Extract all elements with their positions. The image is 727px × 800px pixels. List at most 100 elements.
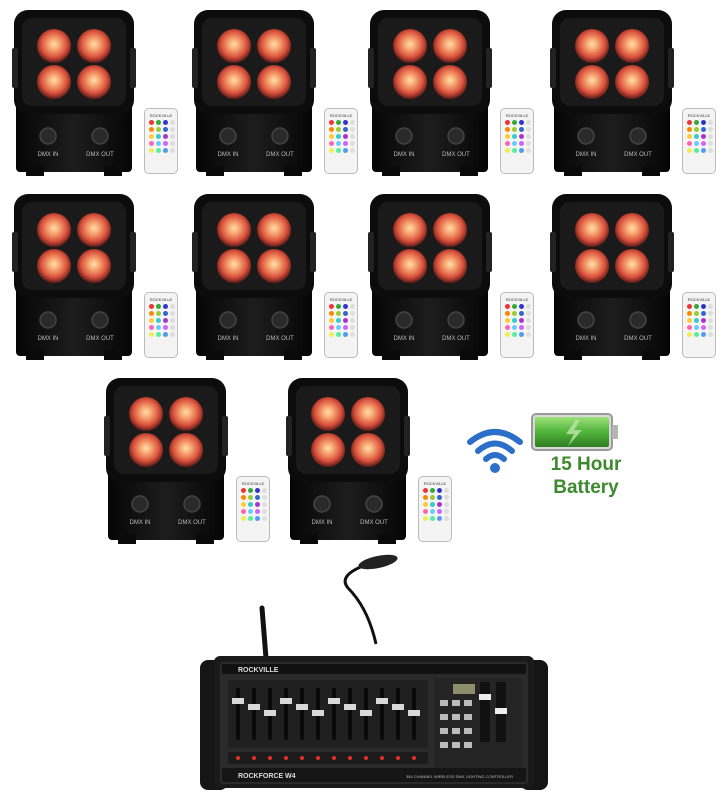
remote-key — [512, 127, 517, 132]
remote-key — [708, 134, 713, 139]
remote-key — [248, 516, 253, 521]
remote-key — [512, 325, 517, 330]
remote-key — [694, 141, 699, 146]
remote-key — [241, 502, 246, 507]
remote-key — [350, 325, 355, 330]
remote-key — [687, 318, 692, 323]
fader-slot — [300, 688, 304, 740]
remote-key — [519, 332, 524, 337]
remote-key — [687, 120, 692, 125]
remote-key — [708, 120, 713, 125]
uplight-can: DMX IN DMX OUT — [12, 10, 136, 176]
remote-key — [156, 332, 161, 337]
fader-cap — [360, 710, 372, 716]
remote-key — [149, 325, 154, 330]
remote-key — [701, 148, 706, 153]
dmx-in-label: DMX IN — [576, 336, 597, 342]
remote-key — [437, 495, 442, 500]
remote-control: ROCKVILLE — [682, 292, 716, 358]
remote-key — [156, 148, 161, 153]
remote-control: ROCKVILLE — [144, 108, 178, 174]
remote-key — [687, 325, 692, 330]
fader-cap — [280, 698, 292, 704]
control-button — [452, 714, 460, 720]
remote-key — [708, 311, 713, 316]
fader-slot — [284, 688, 288, 740]
remote-key — [708, 127, 713, 132]
remote-key — [512, 120, 517, 125]
remote-key — [149, 148, 154, 153]
fader-cap — [264, 710, 276, 716]
led-fixture: DMX IN DMX OUT ROCKVILLE — [366, 192, 536, 362]
control-button — [464, 728, 472, 734]
remote-key — [241, 495, 246, 500]
uplight-can: DMX IN DMX OUT — [368, 10, 492, 176]
remote-key — [329, 304, 334, 309]
controller-model: ROCKFORCE W4 — [238, 773, 296, 780]
remote-key — [163, 148, 168, 153]
remote-key — [241, 488, 246, 493]
remote-key — [329, 325, 334, 330]
channel-led — [380, 756, 384, 760]
remote-key — [336, 120, 341, 125]
remote-key — [262, 502, 267, 507]
remote-key — [437, 502, 442, 507]
led-fixture: DMX IN DMX OUT ROCKVILLE — [10, 192, 180, 362]
remote-key — [343, 318, 348, 323]
remote-key — [170, 311, 175, 316]
remote-key — [329, 134, 334, 139]
battery-caption: 15 Hour Battery — [531, 453, 641, 499]
dmx-in-label: DMX IN — [218, 336, 239, 342]
remote-key — [163, 332, 168, 337]
remote-key — [336, 332, 341, 337]
uplight-can: DMX IN DMX OUT — [368, 194, 492, 360]
remote-control: ROCKVILLE — [144, 292, 178, 358]
remote-key — [512, 332, 517, 337]
remote-key — [163, 304, 168, 309]
remote-control: ROCKVILLE — [236, 476, 270, 542]
remote-key — [149, 127, 154, 132]
remote-key — [248, 495, 253, 500]
remote-key — [505, 332, 510, 337]
dmx-controller: ROCKVILLE ROCKFORCE W4 384 CHANNEL WIREL… — [200, 554, 548, 790]
remote-key — [701, 311, 706, 316]
remote-brand-label: ROCKVILLE — [329, 113, 353, 118]
dmx-in-label: DMX IN — [394, 336, 415, 342]
remote-key — [694, 311, 699, 316]
remote-key — [336, 325, 341, 330]
remote-key — [255, 488, 260, 493]
dmx-out-label: DMX OUT — [266, 152, 294, 158]
remote-key — [444, 488, 449, 493]
remote-key — [687, 127, 692, 132]
remote-key — [444, 509, 449, 514]
remote-key — [329, 311, 334, 316]
remote-key — [444, 502, 449, 507]
dmx-in-label: DMX IN — [394, 152, 415, 158]
remote-key — [149, 332, 154, 337]
remote-key — [512, 311, 517, 316]
channel-led — [252, 756, 256, 760]
remote-key — [423, 509, 428, 514]
remote-key — [505, 120, 510, 125]
remote-key — [519, 311, 524, 316]
remote-key — [163, 325, 168, 330]
dmx-out-label: DMX OUT — [442, 336, 470, 342]
remote-key — [156, 134, 161, 139]
control-button — [452, 728, 460, 734]
remote-key — [437, 516, 442, 521]
channel-led — [412, 756, 416, 760]
remote-key — [687, 304, 692, 309]
remote-key — [526, 127, 531, 132]
remote-brand-label: ROCKVILLE — [423, 481, 447, 486]
led-fixture: DMX IN DMX OUT ROCKVILLE — [190, 192, 360, 362]
dmx-out-label: DMX OUT — [442, 152, 470, 158]
remote-key — [701, 134, 706, 139]
remote-key — [336, 304, 341, 309]
remote-key — [526, 318, 531, 323]
control-button — [440, 714, 448, 720]
remote-key — [255, 502, 260, 507]
channel-led — [268, 756, 272, 760]
fader-cap — [312, 710, 324, 716]
dmx-in-label: DMX IN — [312, 520, 333, 526]
remote-key — [519, 304, 524, 309]
